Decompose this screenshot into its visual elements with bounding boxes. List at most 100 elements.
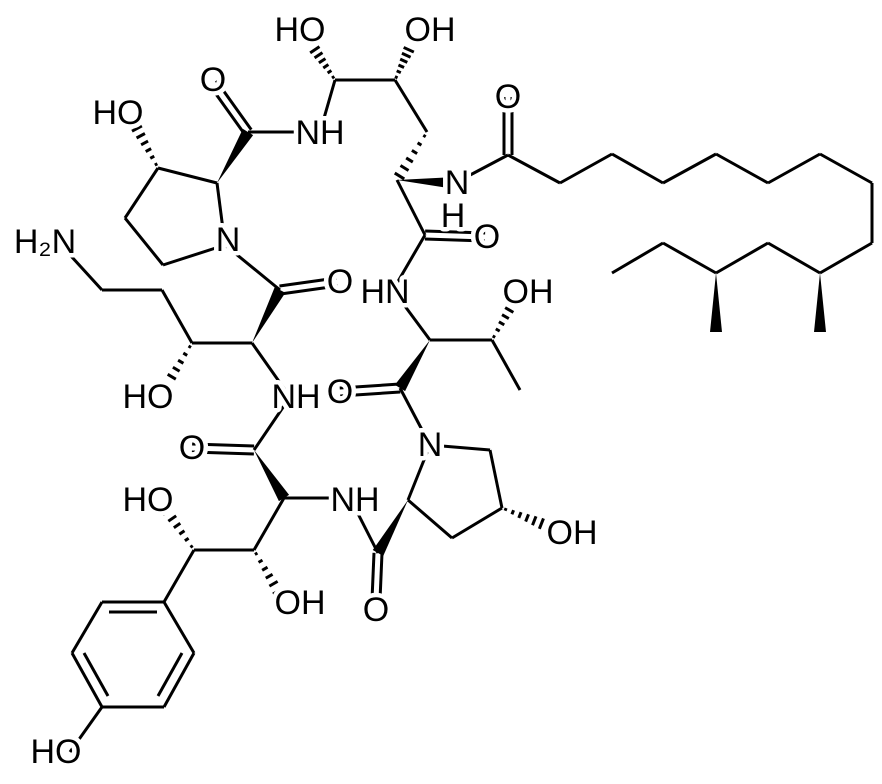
atom-label: O — [495, 78, 521, 116]
hash-bond — [318, 57, 327, 65]
single-bond — [611, 152, 664, 185]
hash-bond — [149, 154, 155, 160]
wedge-bond — [372, 500, 408, 556]
hash-bond — [394, 75, 399, 80]
hash-bond — [403, 46, 415, 54]
atom-label: NH — [295, 114, 344, 152]
atom-label: OH — [547, 514, 598, 552]
atom-label: NH — [330, 481, 379, 519]
single-bond — [662, 241, 717, 275]
single-bond — [215, 182, 227, 246]
atom-label: N — [418, 426, 443, 464]
hash-bond — [416, 141, 423, 147]
atom-label: OH — [275, 584, 326, 622]
hash-bond — [422, 133, 427, 139]
single-bond — [252, 396, 292, 451]
hash-bond — [178, 529, 186, 536]
double-bond — [340, 390, 401, 398]
hash-bond — [173, 522, 182, 529]
hash-bond — [154, 162, 159, 167]
bonds — [58, 45, 874, 753]
hash-bond — [331, 75, 336, 80]
double-bond — [192, 442, 255, 448]
hash-bond — [399, 57, 408, 64]
hash-bond — [524, 513, 530, 523]
hash-bond — [401, 51, 412, 59]
double-bond — [370, 552, 376, 600]
single-bond — [454, 153, 509, 185]
double-bond — [378, 553, 384, 601]
hash-bond — [172, 365, 181, 373]
single-bond — [123, 217, 165, 266]
hash-bond — [254, 551, 259, 556]
hash-bond — [161, 380, 173, 389]
wedge-bond — [397, 177, 456, 189]
single-bond — [58, 242, 104, 292]
wedge-bond — [394, 340, 430, 392]
atom-label: N — [216, 221, 241, 259]
single-bond — [395, 179, 427, 236]
hash-bond — [313, 51, 324, 60]
hash-bond — [268, 580, 279, 588]
single-bond — [252, 497, 286, 551]
atom-label: OH — [503, 273, 554, 311]
single-bond — [123, 167, 160, 219]
hash-bond — [399, 164, 410, 172]
atom-label: O — [327, 263, 353, 301]
atom-label: OH — [405, 11, 456, 49]
single-bond — [490, 339, 522, 391]
hash-bond — [166, 373, 177, 381]
hash-bond — [495, 327, 501, 333]
hash-bond — [501, 313, 510, 320]
single-bond — [68, 706, 104, 753]
hash-bond — [135, 132, 146, 140]
hash-bond — [144, 147, 152, 153]
hash-bond — [537, 517, 545, 530]
hash-bond — [261, 565, 269, 572]
single-bond — [407, 498, 453, 540]
double-bond — [425, 229, 486, 235]
atom-label: H₂N — [14, 223, 76, 261]
hash-bond — [140, 139, 149, 147]
atom-label: H — [441, 197, 466, 235]
hash-bond — [265, 572, 274, 580]
atom-label: HO — [123, 378, 174, 416]
hash-bond — [187, 344, 192, 349]
wedge-bond — [710, 273, 722, 332]
atom-label: NH — [271, 378, 320, 416]
atom-label: N — [445, 164, 470, 202]
hash-bond — [491, 334, 496, 339]
hash-bond — [257, 558, 264, 564]
single-bond — [819, 241, 873, 275]
aromatic-inner-bond — [156, 652, 184, 697]
hash-bond — [510, 509, 515, 515]
single-bond — [429, 443, 491, 452]
single-bond — [507, 153, 561, 185]
hash-bond — [189, 544, 194, 549]
wedge-bond — [814, 273, 826, 332]
atom-label: O — [327, 373, 353, 411]
single-bond — [162, 243, 226, 267]
hash-bond — [184, 536, 190, 543]
double-bond — [280, 284, 338, 296]
atom-label: HO — [93, 94, 144, 132]
hash-bond — [397, 63, 405, 69]
hash-bond — [405, 156, 414, 164]
single-bond — [406, 444, 432, 501]
hash-bond — [272, 587, 284, 596]
hash-bond — [396, 69, 402, 75]
atom-label: O — [200, 61, 226, 99]
single-bond — [393, 79, 429, 133]
double-bond — [424, 237, 485, 243]
atom-label: O — [363, 591, 389, 629]
atom-label: HO — [123, 481, 174, 519]
single-bond — [348, 497, 380, 554]
single-bond — [160, 289, 194, 344]
hash-bond — [411, 149, 418, 155]
single-bond — [398, 387, 432, 446]
hash-bond — [161, 507, 173, 516]
atom-label: HN — [360, 273, 409, 311]
single-bond — [767, 152, 821, 185]
